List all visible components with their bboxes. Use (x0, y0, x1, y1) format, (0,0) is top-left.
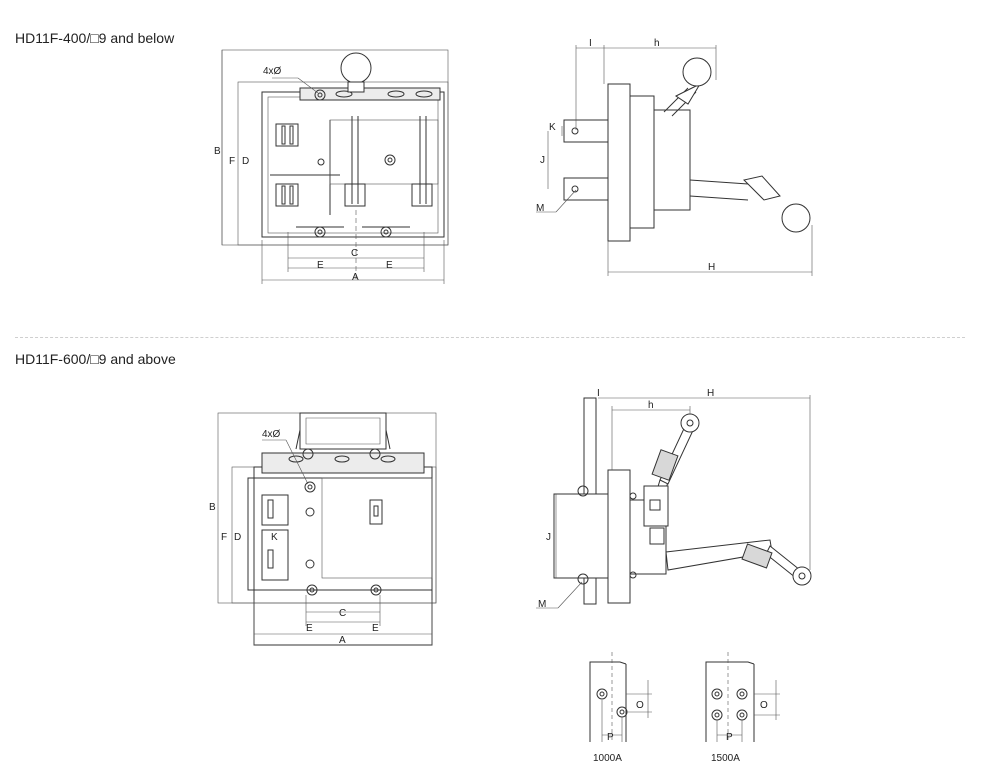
label-A: A (352, 272, 359, 283)
label-I: I (589, 38, 592, 49)
label-A: A (339, 635, 346, 646)
label-H: H (707, 388, 714, 399)
label-I: I (597, 388, 600, 399)
label-F: F (221, 532, 227, 543)
label-J: J (540, 155, 545, 166)
label-E: E (306, 623, 313, 634)
detail-1000a: O P 1000A (589, 652, 652, 764)
label-D: D (242, 156, 249, 167)
label-J: J (546, 532, 551, 543)
label-M: M (538, 599, 546, 610)
detail-label-1000a: 1000A (593, 753, 622, 764)
label-h: h (654, 38, 660, 49)
section-divider (15, 337, 965, 338)
section-model: HD11F-600/□9 (15, 351, 107, 367)
label-holes: 4xØ (263, 66, 282, 77)
section-title-above: HD11F-600/□9 and above (15, 351, 176, 367)
label-P: P (726, 732, 733, 743)
label-P: P (607, 732, 614, 743)
section-title-below: HD11F-400/□9 and below (15, 30, 174, 46)
section-model: HD11F-400/□9 (15, 30, 107, 46)
label-E: E (372, 623, 379, 634)
section-range: and above (110, 351, 176, 367)
label-B: B (209, 502, 216, 513)
label-D: D (234, 532, 241, 543)
label-h: h (648, 400, 654, 411)
label-C: C (339, 608, 346, 619)
detail-label-1500a: 1500A (711, 753, 740, 764)
section-range: and below (110, 30, 175, 46)
label-H: H (708, 262, 715, 273)
side-view-small: I h K J M H (536, 38, 813, 276)
label-M: M (536, 203, 544, 214)
label-C: C (351, 248, 358, 259)
label-K: K (549, 122, 556, 133)
label-B: B (214, 146, 221, 157)
front-view-large: 4xØ B F D K C E E A (209, 412, 437, 646)
label-holes: 4xØ (262, 429, 281, 440)
label-O: O (636, 700, 644, 711)
label-E: E (386, 260, 393, 271)
label-F: F (229, 156, 235, 167)
label-E: E (317, 260, 324, 271)
detail-1500a: O P 1500A (705, 652, 780, 764)
label-K: K (271, 532, 278, 543)
label-O: O (760, 700, 768, 711)
front-view-small: 4xØ B F D C E E A (214, 49, 449, 284)
side-view-large: I H h J M (536, 388, 812, 610)
